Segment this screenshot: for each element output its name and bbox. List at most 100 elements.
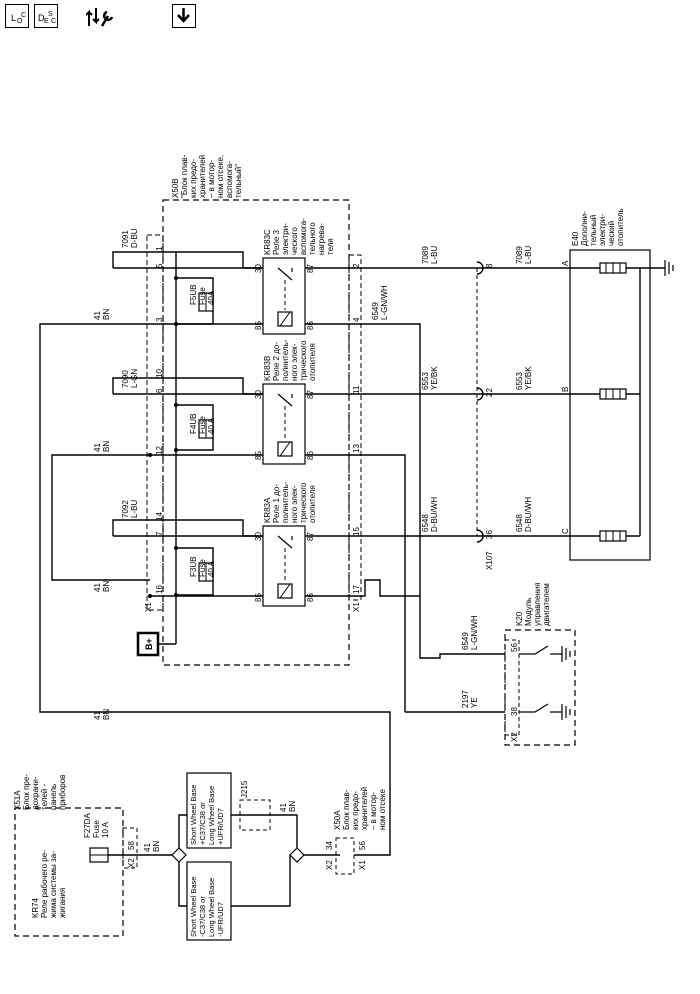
x50a-desc-5: ном отсеке	[378, 789, 387, 830]
x51a-id: X51A	[13, 790, 22, 810]
k20-pin-38: 38	[510, 707, 519, 716]
wire-7089-left-color: L-BU	[430, 246, 439, 264]
x107-pin-22	[476, 387, 484, 401]
heater-ground-icon	[664, 260, 674, 276]
wire-7091-color: D-BU	[130, 228, 139, 248]
k20-ground-icon-2	[561, 704, 571, 720]
x107-pin-22-label: 22	[485, 388, 494, 397]
description-button[interactable]: D E S C	[34, 4, 58, 28]
kr83b-pin-30: 30	[254, 390, 263, 399]
kr83c-desc-1: Реле 3	[272, 229, 281, 255]
relay-kr83a	[262, 525, 306, 607]
e40-pin-c: C	[561, 528, 570, 534]
kr83a-pin-85: 85	[254, 593, 263, 602]
x50b-right-connector	[348, 254, 362, 601]
j215-label: J215	[240, 780, 249, 798]
wire-41-middle-number: 41	[93, 443, 102, 452]
option-lower-line-4: -UFR/UD7	[216, 902, 225, 937]
navigate-down-button[interactable]	[172, 4, 196, 28]
x107-pin-36-label: 36	[485, 530, 494, 539]
wire-6548-right-color: D-BU/WH	[524, 497, 533, 532]
wire-41-kr74-color: BN	[152, 841, 161, 852]
kr74-desc-1: Реле рабочего ре-	[40, 850, 49, 918]
kr83c-desc-6: нагрева-	[317, 223, 326, 255]
kr83b-desc-3: ного элек-	[290, 343, 299, 381]
option-lower-line-3: Long Wheel Base	[207, 878, 216, 937]
kr83a-pin-87: 87	[306, 532, 315, 541]
x50a-pin-34: 34	[325, 841, 334, 850]
kr83a-desc-1: Реле 1 до-	[272, 484, 281, 523]
option-box-upper	[186, 772, 232, 849]
loc-letter-c: C	[21, 12, 27, 19]
kr83c-id: KR83C	[263, 229, 272, 255]
x50a-connector	[335, 837, 355, 875]
x50b-fuse-block-outline	[162, 199, 350, 666]
x50b-desc-3: хранителей	[198, 155, 207, 198]
battery-positive-label: B+	[144, 638, 154, 650]
kr83c-pin-86: 86	[306, 321, 315, 330]
x50b-pin-15: 15	[352, 527, 361, 536]
f5ub-id: F5UB	[189, 285, 198, 305]
x107-label: X107	[485, 551, 494, 570]
desc-letter-s: S	[48, 11, 53, 18]
f4ub-type: Fuse	[198, 416, 207, 434]
loc-letter-o: O	[17, 18, 23, 25]
x50b-pin-5: 5	[155, 263, 164, 268]
wire-7089-right-number: 7089	[515, 246, 524, 264]
location-button[interactable]: L O C	[5, 4, 29, 28]
x50b-pin-10: 10	[155, 369, 164, 378]
x51a-fuse-block-outline	[14, 807, 124, 937]
kr83c-desc-3: ческого	[290, 227, 299, 255]
kr83b-pin-87: 87	[306, 390, 315, 399]
k20-desc-3: двигателем	[542, 583, 551, 626]
k20-desc-2: управления	[533, 582, 542, 626]
x51a-desc-5: приборов	[58, 775, 67, 810]
e40-desc-5: отопитель	[616, 208, 625, 246]
e40-desc-3: электри-	[598, 214, 607, 246]
wire-41-middle-color: BN	[102, 441, 111, 452]
e40-pin-a: A	[561, 260, 570, 266]
diagnostic-tool-icon[interactable]	[85, 4, 114, 30]
x107-pin-36	[476, 529, 484, 543]
x50b-left-connector	[146, 234, 164, 611]
x50b-desc-1: "Блок плав-	[180, 154, 189, 198]
option-box-lower	[186, 861, 232, 941]
kr83c-pin-85: 85	[254, 321, 263, 330]
wire-41-lower-number: 41	[93, 583, 102, 592]
kr83b-desc-4: трического	[299, 340, 308, 381]
wire-7089-left-number: 7089	[421, 246, 430, 264]
x50b-pin-2: 2	[352, 263, 361, 268]
x50b-pin-4: 4	[352, 317, 361, 322]
wire-41-upper-color: BN	[102, 309, 111, 320]
desc-letter-c: C	[51, 18, 57, 25]
option-splice-right	[289, 847, 305, 863]
wire-6548-left-number: 6548	[421, 514, 430, 532]
x50b-pin-14: 14	[155, 512, 164, 521]
wire-6553-right-number: 6553	[515, 372, 524, 390]
f5ub-rating: 40A	[207, 290, 216, 305]
x50b-desc-5: ном отсеке,	[216, 155, 225, 198]
kr74-desc-2: жима системы за-	[49, 851, 58, 918]
relay-kr83b	[262, 383, 306, 465]
wire-6553-right-color: YE/BK	[524, 366, 533, 390]
f27da-type: Fuse	[92, 820, 101, 838]
x51a-desc-3: телей -	[40, 783, 49, 810]
wire-7092-color: L-BU	[130, 500, 139, 518]
f3ub-rating: 40 A	[207, 560, 216, 577]
x50b-desc-2: ких предо-	[189, 159, 198, 198]
x51a-connector	[122, 827, 138, 869]
x51a-desc-4: панель	[49, 784, 58, 810]
wire-41-bottom-color: BN	[102, 709, 111, 720]
f4ub-id: F4UB	[189, 414, 198, 434]
wire-7089-right-color: L-BU	[524, 246, 533, 264]
x50b-pin-17: 17	[352, 585, 361, 594]
option-lower-line-2: -C37/C38 or	[198, 896, 207, 937]
k20-connector	[504, 639, 520, 736]
wire-6553-left-color: YE/BK	[430, 366, 439, 390]
wire-41-upper-number: 41	[93, 311, 102, 320]
kr83b-id: KR83B	[263, 356, 272, 381]
k20-id: K20	[515, 611, 524, 626]
k20-x2-label: X2	[510, 732, 519, 742]
x50a-desc-1: Блок плав-	[342, 789, 351, 830]
